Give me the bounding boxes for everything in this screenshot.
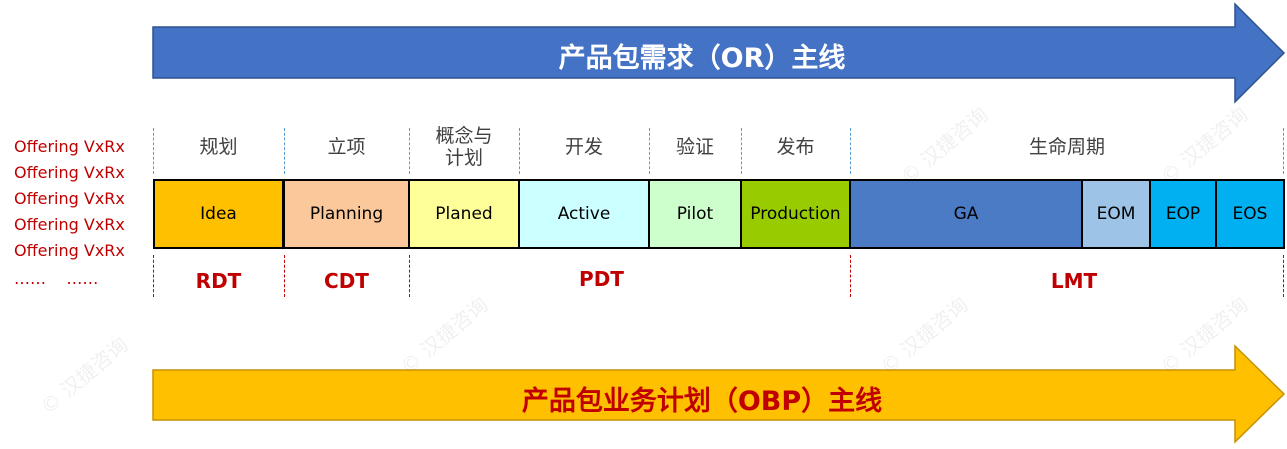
or-mainline-arrow — [152, 2, 1286, 104]
team-lmt: LMT — [1050, 269, 1098, 293]
phase-separator — [741, 128, 742, 174]
stage-active: Active — [518, 179, 650, 249]
phase-label-verification: 验证 — [675, 136, 714, 158]
stage-idea: Idea — [153, 179, 284, 249]
stage-ga: GA — [849, 179, 1083, 249]
offering-item: Offering VxRx — [14, 163, 125, 182]
offering-item: Offering VxRx — [14, 189, 125, 208]
phase-separator — [850, 128, 851, 174]
stage-planning: Planning — [283, 179, 410, 249]
phase-separator — [649, 128, 650, 174]
offering-item: Offering VxRx — [14, 137, 125, 156]
team-pdt: PDT — [579, 267, 624, 291]
phase-label-planning: 规划 — [199, 136, 238, 158]
phase-separator — [409, 128, 410, 174]
obp-mainline-title: 产品包业务计划（OBP）主线 — [521, 386, 883, 417]
phase-separator — [284, 128, 285, 174]
phase-separator — [519, 128, 520, 174]
phase-label-initiation: 立项 — [327, 136, 366, 158]
phase-label-development: 开发 — [564, 136, 603, 158]
offering-item: Offering VxRx — [14, 241, 125, 260]
stage-eom: EOM — [1081, 179, 1151, 249]
team-rdt: RDT — [195, 269, 242, 293]
team-separator — [153, 255, 154, 297]
team-cdt: CDT — [324, 269, 369, 293]
offering-item: Offering VxRx — [14, 215, 125, 234]
offering-ellipsis: …… …… — [14, 269, 99, 288]
stage-eop: EOP — [1149, 179, 1217, 249]
phase-label-concept-plan: 概念与 计划 — [435, 125, 493, 169]
stage-pilot: Pilot — [648, 179, 742, 249]
phase-label-release: 发布 — [776, 136, 815, 158]
stage-production: Production — [740, 179, 851, 249]
team-separator — [1283, 255, 1284, 297]
stage-eos: EOS — [1215, 179, 1285, 249]
stage-planed: Planed — [408, 179, 520, 249]
phase-label-lifecycle: 生命周期 — [1028, 136, 1105, 158]
team-separator — [284, 255, 285, 297]
obp-mainline-arrow — [152, 344, 1286, 444]
or-mainline-title: 产品包需求（OR）主线 — [558, 43, 846, 74]
phase-separator — [1283, 128, 1284, 174]
team-separator — [850, 255, 851, 297]
phase-separator — [153, 128, 154, 174]
team-separator — [409, 255, 410, 297]
